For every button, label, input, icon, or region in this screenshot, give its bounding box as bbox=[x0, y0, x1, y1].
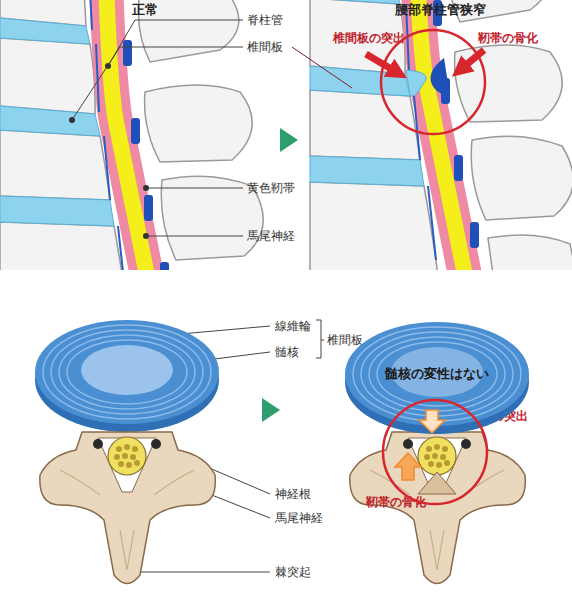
part-label: 髄核 bbox=[275, 345, 299, 359]
callout-label: 靭帯の骨化 bbox=[478, 31, 538, 45]
spine-sagittal bbox=[0, 0, 270, 270]
pressure-arrow bbox=[419, 410, 445, 433]
disc-protrusion bbox=[406, 70, 426, 96]
transition-arrow bbox=[280, 128, 298, 152]
highlight-circle bbox=[381, 30, 485, 134]
pressure-arrow bbox=[460, 50, 484, 70]
group-label: 椎間板 bbox=[327, 333, 363, 347]
callout-label: 靭帯の骨化 bbox=[366, 495, 426, 509]
part-label: 椎間板 bbox=[247, 40, 283, 54]
ossified-ligament bbox=[431, 58, 450, 96]
normal-spine bbox=[0, 0, 270, 270]
part-label: 脊柱管 bbox=[247, 13, 283, 27]
pressure-arrow bbox=[366, 54, 398, 73]
leader-line bbox=[292, 47, 352, 88]
vertebra-axial bbox=[350, 432, 526, 584]
part-label: 棘突起 bbox=[275, 565, 311, 579]
vertebra-axial bbox=[40, 432, 216, 584]
stenosis-spine bbox=[310, 0, 572, 270]
panel-heading: 正常 bbox=[132, 2, 158, 18]
annulus-rings bbox=[43, 325, 211, 419]
part-label: 黄色靭帯 bbox=[247, 181, 295, 195]
part-label: 馬尾神経 bbox=[247, 229, 295, 243]
part-label: 馬尾神経 bbox=[275, 511, 323, 525]
pressure-arrow bbox=[395, 453, 421, 480]
disc-axial: 髄核の変性はない bbox=[345, 318, 529, 436]
bracket bbox=[316, 320, 324, 358]
ossified-ligament bbox=[418, 472, 456, 494]
annulus-fibrosus bbox=[345, 322, 529, 426]
transition-arrow bbox=[262, 398, 280, 422]
highlight-circle bbox=[383, 400, 487, 504]
panel-heading: 腰部脊柱管狭窄 bbox=[395, 2, 486, 18]
spine-sagittal bbox=[310, 0, 572, 270]
disc-protrusion bbox=[423, 426, 451, 434]
part-label: 神経根 bbox=[275, 487, 311, 501]
node-text: 髄核の変性はない bbox=[345, 366, 529, 382]
part-label: 線維輪 bbox=[275, 319, 311, 333]
stenosis-vertebra bbox=[350, 432, 526, 584]
callout-label: 椎間板の突出 bbox=[333, 31, 405, 45]
annulus-fibrosus bbox=[35, 320, 219, 424]
nucleus-pulposus bbox=[81, 345, 173, 395]
